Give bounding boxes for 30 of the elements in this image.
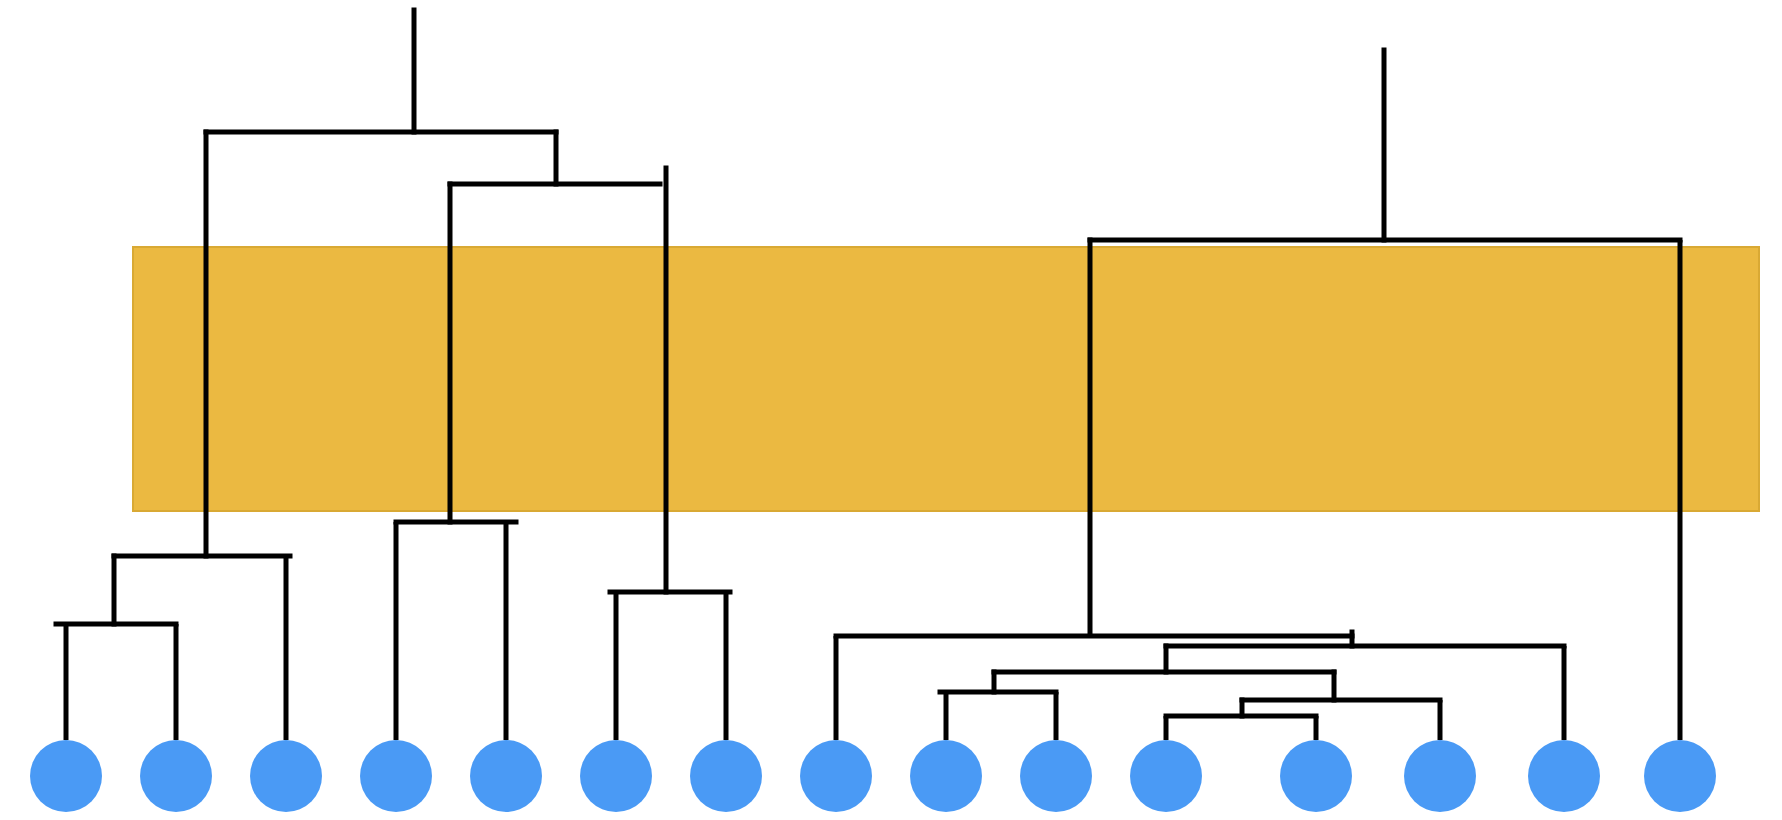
- leaf-circle: [1020, 740, 1092, 812]
- connector-line: [173, 624, 179, 740]
- connector-line: [1561, 646, 1567, 740]
- leaf-circle: [30, 740, 102, 812]
- connector-line: [723, 592, 729, 740]
- connector-line: [1313, 716, 1319, 740]
- leaf-circle: [1644, 740, 1716, 812]
- connector-line: [503, 522, 509, 740]
- leaf-circle: [910, 740, 982, 812]
- leaf-circle: [250, 740, 322, 812]
- leaf-circle: [1404, 740, 1476, 812]
- leaf-circle: [140, 740, 212, 812]
- connector-line: [1163, 716, 1169, 740]
- leaf-circle: [800, 740, 872, 812]
- connector-line: [613, 592, 619, 740]
- connector-line: [1437, 700, 1443, 740]
- leaf-circle: [690, 740, 762, 812]
- connector-line: [283, 556, 289, 740]
- connector-line: [1677, 240, 1683, 740]
- leaf-circle: [360, 740, 432, 812]
- connector-line: [393, 522, 399, 740]
- connector-line: [833, 636, 839, 740]
- connector-line: [63, 624, 69, 740]
- leaf-circle: [1130, 740, 1202, 812]
- leaf-circle: [470, 740, 542, 812]
- connector-line: [943, 692, 949, 740]
- leaf-circle: [1528, 740, 1600, 812]
- leaf-circle: [580, 740, 652, 812]
- connector-line: [1053, 692, 1059, 740]
- leaf-circle: [1280, 740, 1352, 812]
